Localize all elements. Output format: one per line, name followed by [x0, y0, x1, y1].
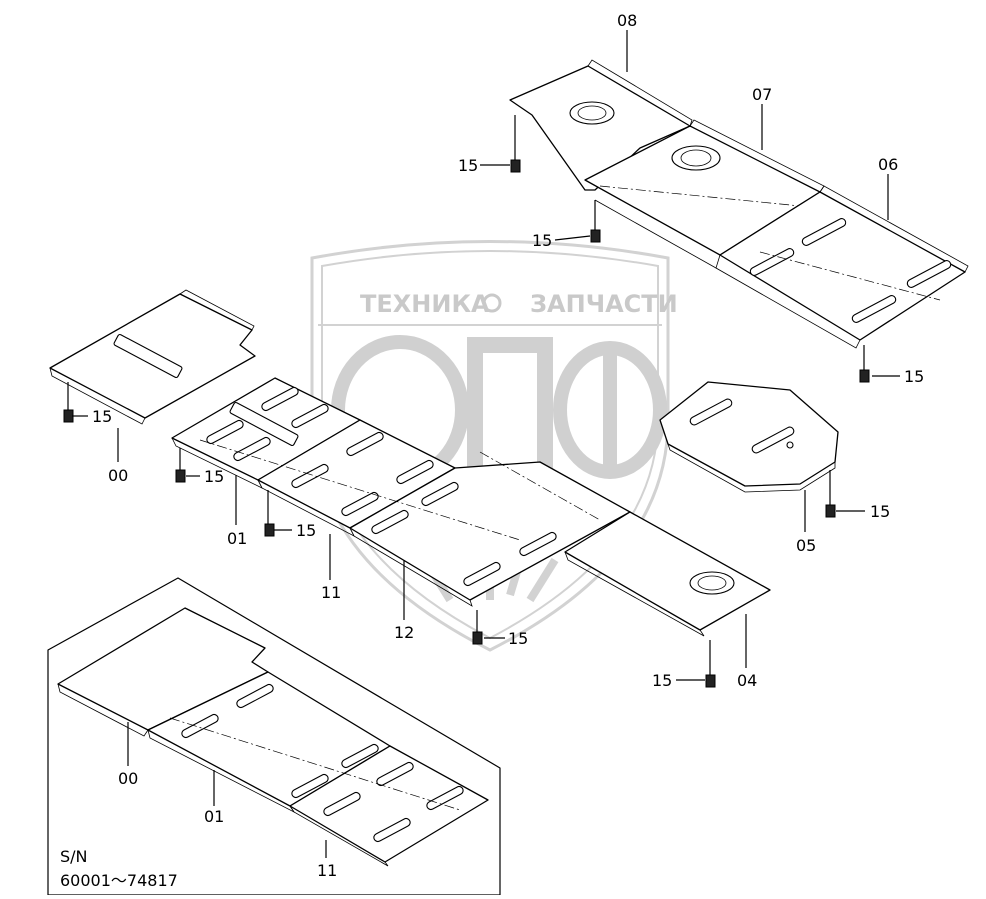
label-04: 04 — [737, 671, 757, 690]
watermark-text-left: ТЕХНИКА — [360, 290, 490, 318]
label-15-h: 15 — [508, 629, 528, 648]
hole-04 — [689, 571, 735, 595]
inset-label-01: 01 — [204, 807, 224, 826]
inset-variant: 00 01 11 S/N 60001～74817 — [47, 577, 501, 896]
inset-plate-11 — [289, 745, 489, 863]
plate-04 — [564, 511, 771, 631]
label-08: 08 — [617, 11, 637, 30]
assembly-upper-right — [509, 59, 969, 349]
label-15-f: 15 — [296, 521, 316, 540]
inset-label-11: 11 — [317, 861, 337, 880]
label-06: 06 — [878, 155, 898, 174]
watermark-letter-p — [467, 337, 553, 478]
label-15-b: 15 — [532, 231, 552, 250]
inset-sn-label: S/N — [60, 847, 88, 866]
bolt-15-f — [264, 523, 275, 537]
bolts — [63, 159, 870, 688]
inset-label-00: 00 — [118, 769, 138, 788]
label-11: 11 — [321, 583, 341, 602]
label-15-c: 15 — [904, 367, 924, 386]
label-00: 00 — [108, 466, 128, 485]
bolt-15-d — [63, 409, 74, 423]
watermark-text-right: ЗАПЧАСТИ — [530, 290, 678, 318]
bolt-15-e — [175, 469, 186, 483]
label-15-d: 15 — [92, 407, 112, 426]
label-12: 12 — [394, 623, 414, 642]
plate-05-group — [659, 381, 839, 493]
bolt-15-a — [510, 159, 521, 173]
label-15-a: 15 — [458, 156, 478, 175]
label-15-i: 15 — [652, 671, 672, 690]
plate-12 — [349, 461, 631, 601]
label-07: 07 — [752, 85, 772, 104]
bolt-15-b — [590, 229, 601, 243]
bolt-15-g — [825, 504, 836, 518]
leader-lines — [67, 30, 900, 681]
hole-07 — [671, 145, 721, 171]
bolt-15-i — [705, 674, 716, 688]
plate-00-group — [49, 289, 256, 425]
inset-frame — [47, 577, 501, 896]
part-labels: 08 07 06 15 15 15 15 00 15 01 15 11 12 1… — [92, 11, 924, 690]
label-05: 05 — [796, 536, 816, 555]
bolt-15-h — [472, 631, 483, 645]
gear-icon — [482, 293, 502, 313]
hole-08 — [569, 101, 615, 125]
plate-05 — [659, 381, 839, 487]
label-15-g: 15 — [870, 502, 890, 521]
inset-sn-range: 60001～74817 — [60, 871, 178, 890]
center-assembly — [171, 377, 771, 637]
label-15-e: 15 — [204, 467, 224, 486]
bolt-15-c — [859, 369, 870, 383]
label-01: 01 — [227, 529, 247, 548]
